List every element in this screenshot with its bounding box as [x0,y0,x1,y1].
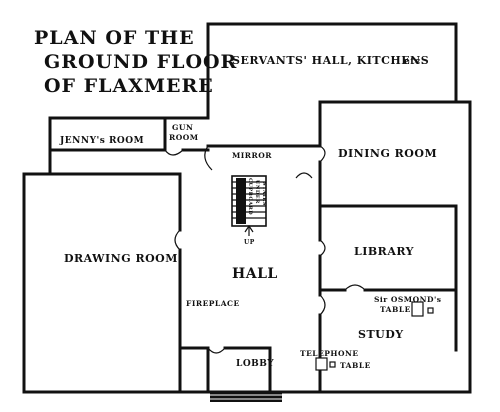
telephone-chair-shape [329,361,336,368]
room-gun-room-line-2: ROOM [169,133,199,142]
staircase [231,175,267,236]
room-jennys-room: JENNY's ROOM [59,136,144,146]
front-steps [210,392,282,402]
doors [164,145,366,354]
furniture [315,301,434,371]
label-telephone-line-2: TABLE [340,361,371,370]
title-line-3: OF FLAXMERE [44,75,214,97]
label-stairs-line-3: STAIRS [261,182,267,206]
room-hall: HALL [232,266,278,282]
title-line-2: GROUND FLOOR [44,51,237,73]
room-dining-room: DINING ROOM [338,147,437,160]
plan-title: PLAN OF THE GROUND FLOOR OF FLAXMERE [34,27,237,97]
label-up: UP [244,239,255,246]
label-fireplace: FIREPLACE [186,299,240,308]
label-stairs-line-1: CUPBOARD [247,178,253,215]
interior-walls [48,100,458,394]
label-osmond-line-1: Sir OSMOND's [374,295,442,304]
room-labels: SERVANTS' HALL, KITCHENS etc. JENNY's RO… [59,54,437,369]
label-telephone-line-1: TELEPHONE [300,349,359,358]
label-osmond-line-2: TABLE [380,305,411,314]
room-gun-room-line-1: GUN [172,123,193,132]
room-lobby: LOBBY [236,359,274,369]
room-drawing-room: DRAWING ROOM [64,252,178,265]
telephone-table-shape [315,357,328,371]
label-stairs-line-2: UNDER [254,180,260,204]
room-study: STUDY [358,328,404,341]
room-servants-etc: etc. [404,57,425,67]
osmond-chair-shape [427,307,434,314]
room-library: LIBRARY [354,245,414,258]
label-mirror: MIRROR [232,151,272,160]
osmond-table-shape [411,301,424,317]
title-line-1: PLAN OF THE [34,27,195,49]
feature-labels: MIRROR FIREPLACE Sir OSMOND's TABLE TELE… [186,151,442,370]
room-servants-hall: SERVANTS' HALL, KITCHENS [232,54,429,67]
